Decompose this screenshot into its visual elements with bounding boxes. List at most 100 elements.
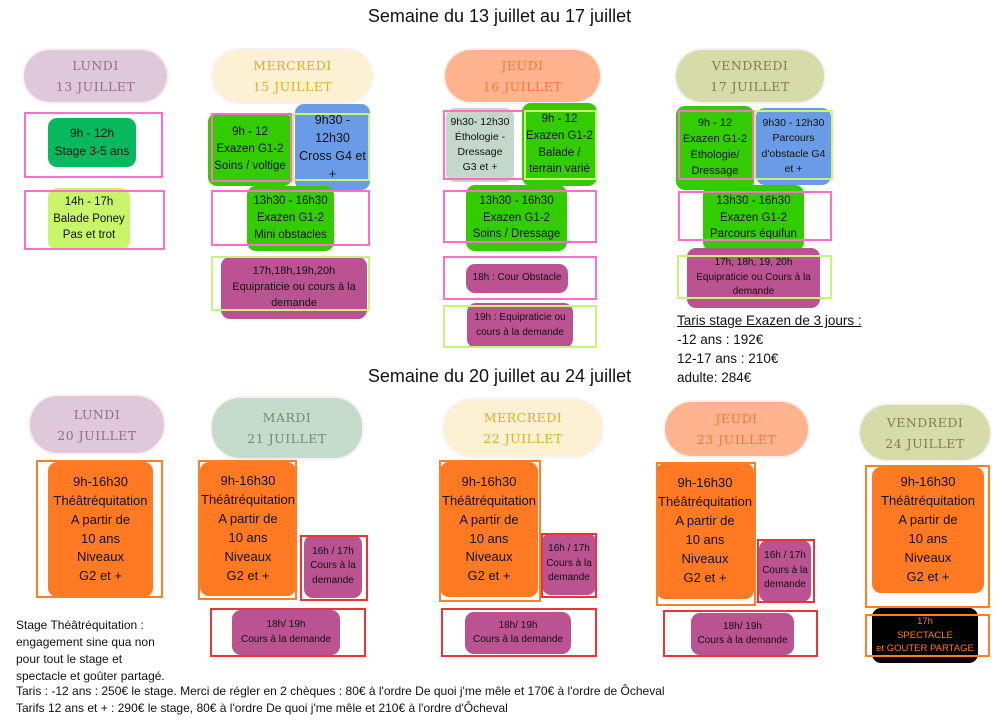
activity-line: 18h/ 19h [266, 619, 306, 630]
activity-line: Niveaux [681, 550, 729, 566]
activity-line: 10 ans [228, 530, 268, 545]
activity-line: Niveaux [77, 549, 124, 565]
day-header-mardi: MARDI 21 JUILLET [212, 398, 362, 458]
day-name: MARDI [262, 410, 312, 425]
activity-line: G2 et + [683, 569, 727, 585]
activity-line: Théâtréquitation [442, 492, 536, 508]
pricing-heading: Taris stage Exazen de 3 jours : [677, 313, 862, 328]
activity-line: Dressage [457, 146, 503, 158]
activity-line: Exazen G1-2 [719, 211, 788, 224]
activity-line: demande [271, 296, 317, 309]
activity-line: Soins / Dressage [472, 228, 561, 241]
activity-line: 9h - 12 [232, 126, 268, 139]
activity-line: 17h,18h,19h,20h [252, 265, 336, 278]
activity-line: 9h30- 12h30 [450, 115, 510, 128]
activity-line: 16h / 17h [764, 550, 806, 562]
activity-line: d'obstacle G4 [761, 147, 826, 160]
exazen-pricing: Taris stage Exazen de 3 jours : -12 ans … [677, 311, 862, 387]
activity-line: Exazen G1-2 [682, 133, 748, 146]
activity-line: Cours à la demande [697, 635, 788, 646]
activity-line: A partir de [218, 511, 278, 527]
activity-line: Cours à la [310, 560, 356, 572]
activity-line: 9h-16h30 [900, 474, 956, 490]
activity-block: 18h : Cour Obstacle [466, 264, 568, 293]
activity-line: 10 ans [80, 530, 121, 546]
activity-line: Exazen G1-2 [482, 211, 551, 224]
activity-line: Théâtréquitation [201, 492, 295, 508]
activity-line: Cours à la demande [472, 634, 564, 645]
day-name: MERCREDI [483, 410, 563, 425]
activity-line: Parcours [772, 132, 815, 145]
activity-line: Equipraticie ou Cours à la [696, 271, 811, 283]
activity-line: A partir de [675, 513, 735, 529]
activity-line: G2 et + [79, 568, 122, 584]
activity-line: Exazen G1-2 [216, 143, 284, 156]
activity-line: 9h30 - 12h30 [762, 117, 825, 130]
day-name: JEUDI [501, 58, 544, 73]
day-name: JEUDI [715, 411, 758, 426]
activity-line: A partir de [898, 512, 958, 528]
activity-line: Ethologie/ [690, 149, 740, 161]
note-line: Stage Théâtréquitation : [16, 618, 144, 632]
week1-title: Semaine du 13 juillet au 17 juillet [367, 6, 632, 26]
activity-line: 12h30 [315, 130, 350, 145]
activity-line: SPECTACLE [897, 629, 953, 641]
day-name: LUNDI [73, 406, 121, 422]
footer-line: Tarifs 12 ans et + : 290€ le stage, 80€ … [16, 701, 508, 715]
activity-line: 18h : Cour Obstacle [472, 272, 562, 284]
activity-line: et GOUTER PARTAGE [876, 643, 974, 655]
activity-line: 9h-16h30 [677, 475, 733, 491]
activity-line: 17h [917, 615, 933, 627]
activity-line: 9h-16h30 [220, 473, 276, 489]
activity-line: 9h - 12 [697, 117, 733, 130]
pricing-line: 12-17 ans : 210€ [677, 351, 779, 366]
activity-line: Exazen G1-2 [525, 129, 594, 142]
day-date: 15 JUILLET [252, 79, 333, 94]
activity-line: 18h/ 19h [498, 619, 538, 631]
activity-line: Pas et trot [62, 229, 116, 242]
pricing-footer: Taris : -12 ans : 250€ le stage. Merci d… [16, 683, 665, 717]
activity-line: 13h30 - 16h30 [716, 194, 791, 207]
day-name: VENDREDI [886, 414, 964, 430]
activity-line: 10 ans [685, 532, 725, 547]
activity-line: 13h30 - 16h30 [479, 194, 554, 207]
pricing-line: adulte: 284€ [677, 370, 752, 385]
activity-line: Théâtréquitation [658, 494, 752, 510]
day-date: 20 JUILLET [57, 427, 137, 443]
day-date: 21 JUILLET [247, 431, 327, 446]
activity-line: 10 ans [469, 530, 509, 546]
activity-line: 10 ans [908, 531, 948, 546]
activity-line: Théâtréquitation [881, 493, 975, 509]
activity-line: 9h - 12 [541, 113, 578, 126]
activity-line: Niveaux [904, 549, 952, 565]
activity-line: G3 et + [462, 161, 498, 174]
activity-line: Parcours équifun [710, 228, 797, 241]
activity-line: 13h30 - 16h30 [253, 195, 328, 208]
activity-line: 14h - 17h [64, 195, 114, 208]
activity-line: demande [312, 574, 354, 586]
